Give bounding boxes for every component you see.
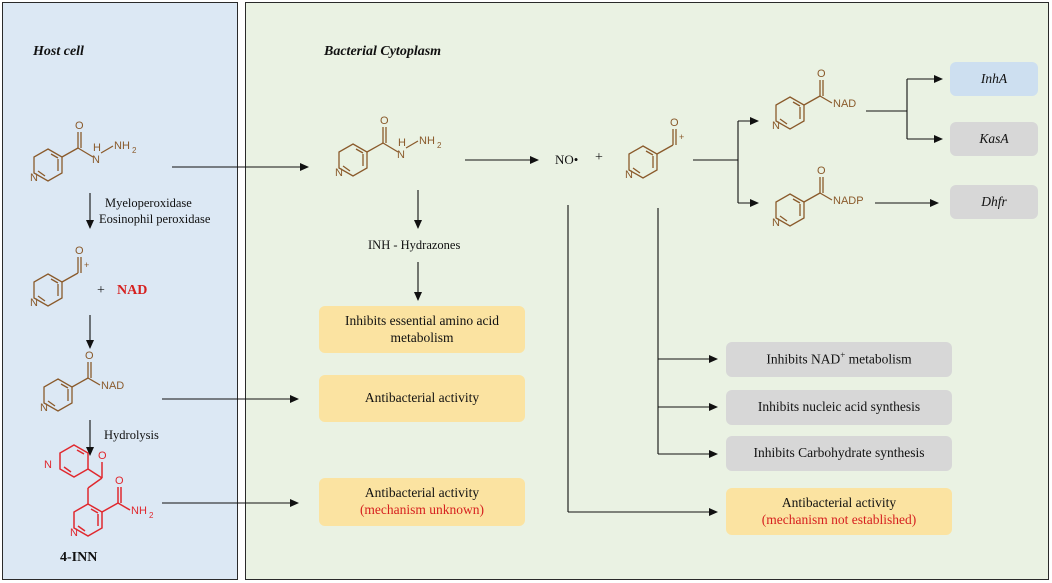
isoniazid-cyto-molecule: N O N H NH 2 bbox=[335, 115, 442, 179]
nad-label: NAD bbox=[117, 283, 148, 298]
svg-text:N: N bbox=[70, 527, 78, 539]
svg-text:2: 2 bbox=[437, 141, 442, 150]
inh-nad-host-molecule: N O NAD bbox=[40, 350, 124, 414]
plus-sign: + bbox=[97, 283, 105, 298]
svg-text:N: N bbox=[40, 402, 48, 414]
svg-text:N: N bbox=[397, 149, 405, 161]
antibacterial-activity-text-2: Antibacterial activity bbox=[364, 485, 480, 501]
inhibits-nucleic-acid-text: Inhibits nucleic acid synthesis bbox=[757, 399, 921, 415]
dhfr-label: Dhfr bbox=[981, 193, 1007, 209]
svg-text:NADP: NADP bbox=[833, 195, 864, 207]
svg-text:N: N bbox=[625, 169, 633, 181]
svg-text:O: O bbox=[817, 68, 826, 80]
svg-text:O: O bbox=[75, 120, 84, 132]
pathway-arrows bbox=[86, 75, 943, 516]
bacterial-cytoplasm-title: Bacterial Cytoplasm bbox=[324, 44, 442, 59]
inha-label: InhA bbox=[980, 70, 1008, 86]
inhibits-amino-acid-text: Inhibits essential amino acid metabolism bbox=[344, 312, 500, 345]
svg-text:+: + bbox=[679, 132, 684, 142]
no-radical-label: NO• bbox=[555, 152, 579, 167]
svg-text:NH: NH bbox=[131, 505, 147, 517]
hydrolysis-label: Hydrolysis bbox=[104, 428, 159, 442]
svg-text:NH: NH bbox=[114, 140, 130, 152]
svg-text:H: H bbox=[398, 137, 406, 149]
antibacterial-activity-text-1: Antibacterial activity bbox=[364, 390, 480, 406]
inh-nad-cyto-molecule: N O NAD bbox=[772, 68, 856, 132]
inhibits-carbohydrate-box: Inhibits Carbohydrate synthesis bbox=[726, 436, 952, 471]
antibacterial-activity-box-2: Antibacterial activity (mechanism unknow… bbox=[319, 478, 525, 526]
svg-text:O: O bbox=[75, 245, 84, 257]
metabolism-text: metabolism bbox=[845, 351, 912, 367]
mechanism-not-established-note: (mechanism not established) bbox=[761, 511, 917, 527]
isoniazid-host-molecule: N O N H NH 2 bbox=[30, 120, 137, 184]
svg-text:N: N bbox=[772, 217, 780, 229]
inhibits-nucleic-acid-box: Inhibits nucleic acid synthesis bbox=[726, 390, 952, 425]
plus-sign-cyto: + bbox=[595, 150, 603, 165]
svg-text:H: H bbox=[93, 142, 101, 154]
svg-text:O: O bbox=[380, 115, 389, 127]
antibacterial-activity-box-3: Antibacterial activity (mechanism not es… bbox=[726, 488, 952, 535]
eosinophil-peroxidase-label: Eosinophil peroxidase bbox=[99, 212, 211, 226]
svg-text:2: 2 bbox=[149, 511, 154, 520]
kasa-target-box: KasA bbox=[950, 122, 1038, 156]
svg-text:NAD: NAD bbox=[833, 98, 856, 110]
svg-text:O: O bbox=[817, 165, 826, 177]
inh-hydrazones-label: INH - Hydrazones bbox=[368, 238, 461, 252]
inhibits-nad-metabolism-box: Inhibits NAD+ metabolism bbox=[726, 342, 952, 377]
host-cell-title: Host cell bbox=[33, 44, 84, 59]
svg-text:+: + bbox=[84, 260, 89, 270]
svg-text:N: N bbox=[44, 459, 52, 471]
acyl-radical-cyto-molecule: N O + bbox=[625, 117, 684, 181]
svg-text:2: 2 bbox=[132, 146, 137, 155]
svg-text:N: N bbox=[335, 167, 343, 179]
inh-nadp-cyto-molecule: N O NADP bbox=[772, 165, 864, 229]
antibacterial-activity-box-1: Antibacterial activity bbox=[319, 375, 525, 422]
svg-text:NAD: NAD bbox=[101, 380, 124, 392]
inhibits-amino-acid-box: Inhibits essential amino acid metabolism bbox=[319, 306, 525, 353]
svg-text:N: N bbox=[30, 172, 38, 184]
inhibits-nad-metabolism-text: Inhibits NAD+ metabolism bbox=[766, 350, 911, 368]
svg-text:N: N bbox=[772, 120, 780, 132]
svg-text:O: O bbox=[670, 117, 679, 129]
mechanism-unknown-note: (mechanism unknown) bbox=[359, 502, 485, 517]
svg-text:N: N bbox=[92, 154, 100, 166]
antibacterial-activity-text-3: Antibacterial activity bbox=[781, 494, 897, 510]
4-inn-molecule: N N O O NH 2 bbox=[44, 444, 154, 539]
dhfr-target-box: Dhfr bbox=[950, 185, 1038, 219]
svg-text:O: O bbox=[98, 450, 107, 462]
4-inn-label: 4-INN bbox=[60, 550, 98, 565]
inha-target-box: InhA bbox=[950, 62, 1038, 96]
host-cell-panel bbox=[2, 2, 238, 580]
svg-text:NH: NH bbox=[419, 135, 435, 147]
nad-plus-sup: + bbox=[840, 350, 846, 361]
inhibits-nad-text: Inhibits NAD bbox=[766, 351, 841, 367]
inhibits-carbohydrate-text: Inhibits Carbohydrate synthesis bbox=[753, 445, 925, 461]
svg-text:O: O bbox=[115, 475, 124, 487]
myeloperoxidase-label: Myeloperoxidase bbox=[105, 196, 192, 210]
acyl-radical-host-molecule: N O + bbox=[30, 245, 89, 309]
kasa-label: KasA bbox=[979, 130, 1009, 146]
svg-text:O: O bbox=[85, 350, 94, 362]
svg-text:N: N bbox=[30, 297, 38, 309]
